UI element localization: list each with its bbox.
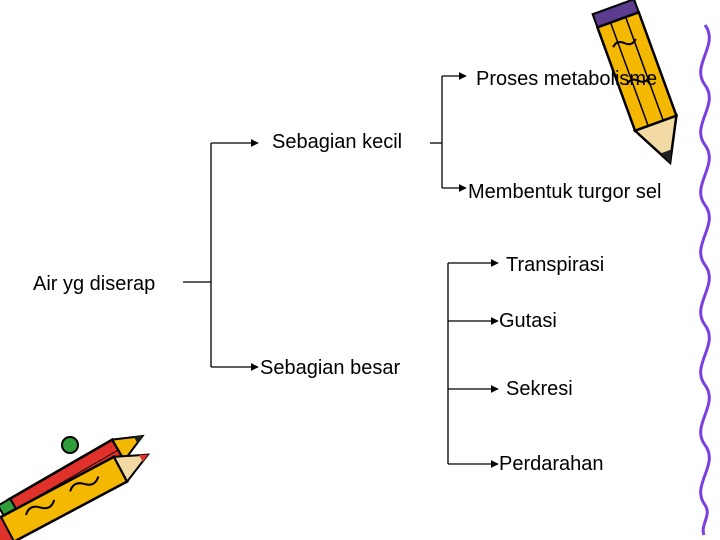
pencil-icon	[591, 0, 679, 166]
connector-lines	[183, 72, 499, 468]
leaf-label-proses-metabolisme: Proses metabolisme	[476, 68, 658, 90]
leaf-label-gutasi: Gutasi	[499, 310, 557, 332]
leaf-label-sekresi: Sekresi	[506, 378, 573, 400]
pencils-icon	[0, 434, 151, 540]
wavy-line	[699, 24, 711, 536]
branch-label-sebagian-besar: Sebagian besar	[260, 357, 401, 379]
leaf-label-turgor-sel: Membentuk turgor sel	[468, 181, 662, 203]
branch-label-sebagian-kecil: Sebagian kecil	[272, 131, 403, 153]
leaf-label-perdarahan: Perdarahan	[499, 453, 604, 475]
root-label: Air yg diserap	[33, 273, 156, 295]
leaf-label-transpirasi: Transpirasi	[506, 254, 605, 276]
